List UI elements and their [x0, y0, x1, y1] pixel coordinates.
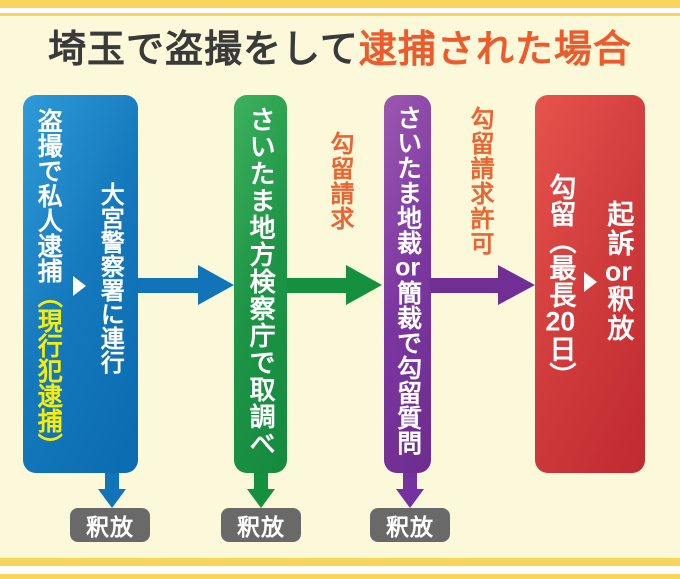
arrest-note-label: （現行犯逮捕）	[34, 283, 63, 458]
detention-left-text: 勾留（最長20日）	[545, 173, 576, 389]
stage-detention-bar: 勾留（最長20日） 起訴or釈放	[535, 95, 645, 473]
detention-right-pre: 起訴	[603, 200, 634, 258]
arrow-prosecutor-to-court-icon	[346, 265, 382, 305]
arrow-court-to-detention-stem	[430, 278, 498, 293]
arrow-court-release-icon	[396, 489, 424, 508]
title-prefix: 埼玉で盗撮をして	[48, 29, 359, 71]
arrow-police-to-prosecutor-stem	[138, 278, 198, 293]
court-or-label: or	[395, 255, 421, 280]
frame-top-inner	[0, 13, 680, 16]
detention-right-text: 起訴or釈放	[603, 200, 634, 343]
frame-bottom-outer	[0, 574, 680, 579]
stage-prosecutor-bar: さいたま地方検察庁で取調べ	[234, 95, 287, 473]
release-box-court: 釈放	[370, 508, 450, 542]
release-box-police: 釈放	[70, 508, 150, 542]
stage-court-bar: さいたま地裁or簡裁で勾留質問	[384, 95, 431, 473]
detention-right-post: 釈放	[603, 285, 634, 343]
court-pre-label: さいたま地裁	[393, 105, 422, 255]
arrow-prosecutor-release-icon	[247, 489, 275, 508]
arrest-start-label: 盗撮で私人逮捕	[34, 108, 63, 283]
frame-bottom-gap	[0, 566, 680, 574]
detention-left-post: 日）	[545, 335, 576, 389]
stage-arrest-start-text: 盗撮で私人逮捕（現行犯逮捕）	[34, 108, 63, 458]
frame-top-outer	[0, 0, 680, 8]
frame-top-gap	[0, 8, 680, 13]
arrow-prosecutor-release-stem	[254, 473, 268, 490]
page-title: 埼玉で盗撮をして逮捕された場合	[0, 29, 680, 72]
arrow-court-release-stem	[403, 473, 417, 490]
arrest-inline-arrow-icon	[73, 276, 86, 296]
detention-inline-arrow-icon	[584, 272, 597, 292]
detention-days-number: 20	[545, 308, 576, 335]
stage-arrest-action-text: 大宮警察署に連行	[96, 182, 124, 374]
detention-left-pre: 勾留（最長	[545, 173, 576, 308]
release-box-prosecutor: 釈放	[221, 508, 301, 542]
detention-request-label: 勾留請求	[326, 131, 353, 231]
detention-approval-label: 勾留請求許可	[466, 106, 493, 256]
title-highlight: 逮捕された場合	[358, 29, 632, 71]
arrow-prosecutor-to-court-stem	[287, 278, 346, 293]
arrow-police-to-prosecutor-icon	[198, 265, 234, 305]
arrow-court-to-detention-icon	[498, 265, 535, 305]
stage-arrest-bar: 盗撮で私人逮捕（現行犯逮捕） 大宮警察署に連行	[23, 95, 138, 473]
court-post-label: 簡裁で勾留質問	[393, 280, 422, 455]
frame-bottom-inner	[0, 558, 680, 566]
stage-prosecutor-text: さいたま地方検察庁で取調べ	[246, 106, 277, 457]
stage-court-text: さいたま地裁or簡裁で勾留質問	[393, 105, 422, 455]
arrow-police-release-stem	[105, 473, 119, 490]
arrow-police-release-icon	[98, 489, 126, 508]
detention-or-label: or	[604, 258, 632, 285]
